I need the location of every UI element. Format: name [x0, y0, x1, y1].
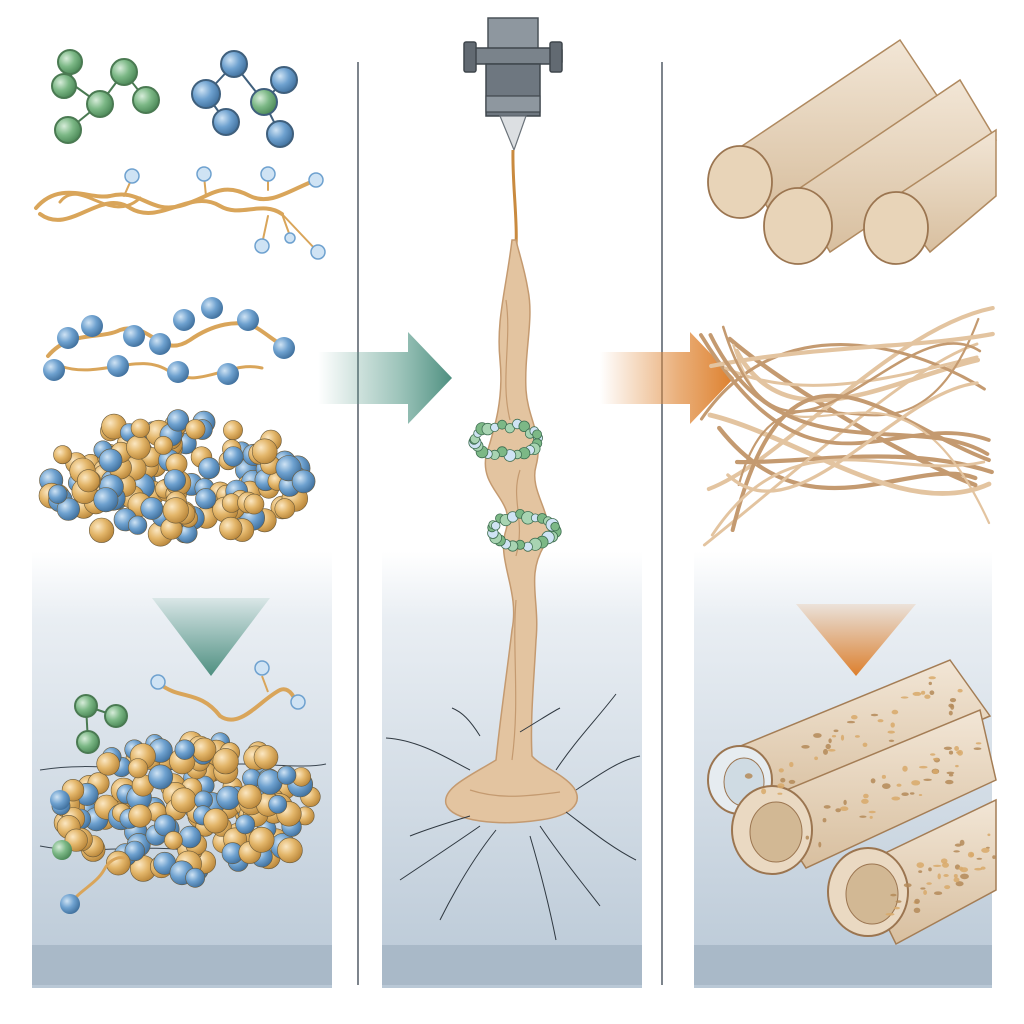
- polymer-chain-icon: [34, 166, 326, 260]
- arrow-right-icon: [318, 332, 452, 424]
- extrusion-nozzle-icon: [463, 17, 563, 152]
- aggregate-cluster-icon: [38, 409, 316, 547]
- smooth-tubes-icon: [707, 38, 998, 265]
- mixed-molecule-icon: [191, 50, 298, 148]
- floor-right: [694, 945, 992, 985]
- floor-middle: [382, 945, 642, 985]
- right-panel-content: [699, 38, 998, 946]
- arrow-down-icon-2: [796, 604, 916, 676]
- bead-ring-upper: [468, 418, 544, 462]
- green-molecule-icon: [51, 49, 160, 144]
- floor-left: [32, 945, 332, 985]
- porous-tubes-icon: [707, 659, 997, 946]
- bead-ring-lower: [487, 509, 562, 552]
- left-panel-content: [34, 49, 327, 914]
- arrow-down-icon: [152, 598, 270, 676]
- surface-cracks-icon: [385, 693, 641, 941]
- arrow-right-icon-2: [600, 332, 734, 424]
- beaded-chain-icon: [43, 297, 295, 385]
- fragmented-aggregate-icon: [51, 731, 321, 888]
- tube-pores: [744, 676, 996, 916]
- bottom-chain-icon: [50, 790, 126, 914]
- middle-panel-content: [385, 17, 641, 941]
- fiber-bundle-icon: [699, 306, 995, 547]
